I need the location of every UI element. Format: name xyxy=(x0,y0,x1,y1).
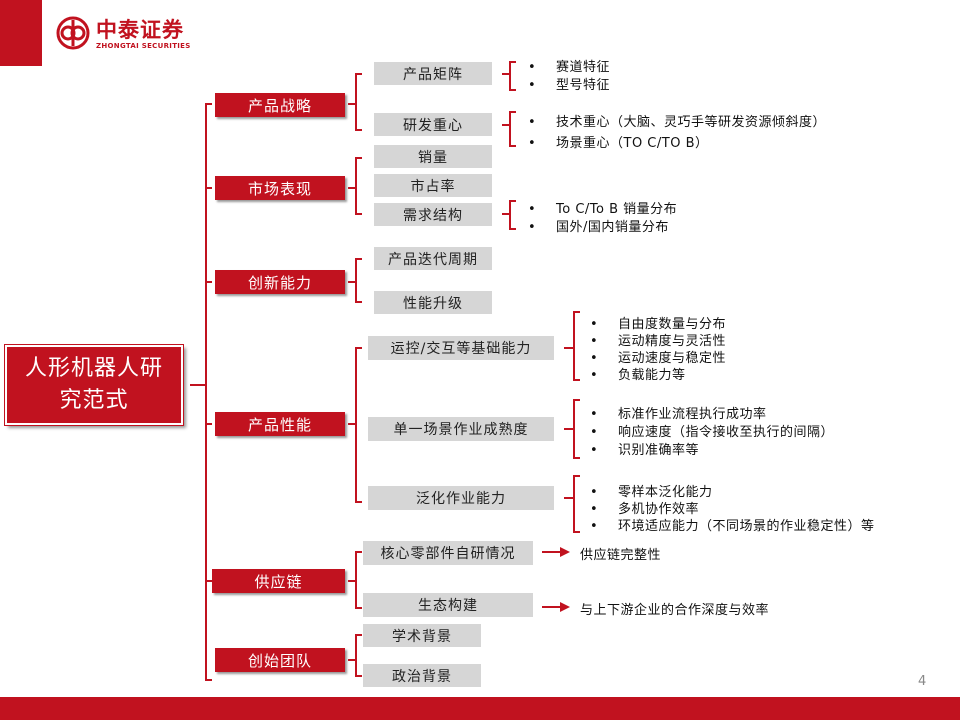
detail-item: •多机协作效率 xyxy=(590,502,700,517)
sub-generalization: 泛化作业能力 xyxy=(368,486,554,510)
detail-item: •零样本泛化能力 xyxy=(590,485,713,500)
logo-icon xyxy=(56,16,90,50)
category-supply-chain: 供应链 xyxy=(212,569,345,593)
sub-product-matrix: 产品矩阵 xyxy=(374,62,492,85)
sub-ecosystem: 生态构建 xyxy=(363,593,533,617)
detail-item: •识别准确率等 xyxy=(590,443,700,458)
sub-rd-focus: 研发重心 xyxy=(374,113,492,136)
detail-item: •技术重心（大脑、灵巧手等研发资源倾斜度） xyxy=(528,115,827,130)
category-innovation: 创新能力 xyxy=(215,270,345,294)
detail-item: •运动精度与灵活性 xyxy=(590,334,727,349)
detail-item: •运动速度与稳定性 xyxy=(590,351,727,366)
category-market-performance: 市场表现 xyxy=(215,176,345,200)
sub-performance-upgrade: 性能升级 xyxy=(374,291,492,314)
sub-demand-structure: 需求结构 xyxy=(374,203,492,226)
detail-item: •环境适应能力（不同场景的作业稳定性）等 xyxy=(590,519,875,534)
sub-market-share: 市占率 xyxy=(374,174,492,197)
detail-item: •To C/To B 销量分布 xyxy=(528,202,678,217)
root-node: 人形机器人研究范式 xyxy=(5,345,183,425)
category-product-performance: 产品性能 xyxy=(215,412,345,436)
detail-item: •赛道特征 xyxy=(528,60,611,75)
category-product-strategy: 产品战略 xyxy=(215,93,345,117)
detail-item: •响应速度（指令接收至执行的间隔） xyxy=(590,425,835,440)
logo-subtitle: ZHONGTAI SECURITIES xyxy=(96,42,191,50)
header-accent-bar xyxy=(0,0,42,66)
detail-item: •国外/国内销量分布 xyxy=(528,220,669,235)
sub-academic: 学术背景 xyxy=(363,624,481,647)
sub-sales: 销量 xyxy=(374,145,492,168)
page-number: 4 xyxy=(918,674,927,689)
sub-single-scene-maturity: 单一场景作业成熟度 xyxy=(368,417,554,441)
detail-item: •自由度数量与分布 xyxy=(590,317,727,332)
category-founding-team: 创始团队 xyxy=(215,648,345,672)
sub-core-parts: 核心零部件自研情况 xyxy=(363,541,533,565)
detail-item: •负载能力等 xyxy=(590,368,686,383)
detail-item: •标准作业流程执行成功率 xyxy=(590,407,767,422)
footer-accent-bar xyxy=(0,697,960,720)
sub-iteration-cycle: 产品迭代周期 xyxy=(374,247,492,270)
detail-item: •场景重心（TO C/TO B） xyxy=(528,136,709,151)
arrow-result-ecosystem: 与上下游企业的合作深度与效率 xyxy=(580,603,770,618)
logo-name: 中泰证券 xyxy=(96,18,184,42)
sub-basic-capability: 运控/交互等基础能力 xyxy=(368,336,554,360)
arrow-result-supply-chain: 供应链完整性 xyxy=(580,548,662,563)
sub-political: 政治背景 xyxy=(363,664,481,687)
detail-item: •型号特征 xyxy=(528,78,611,93)
root-label: 人形机器人研究范式 xyxy=(24,356,163,413)
